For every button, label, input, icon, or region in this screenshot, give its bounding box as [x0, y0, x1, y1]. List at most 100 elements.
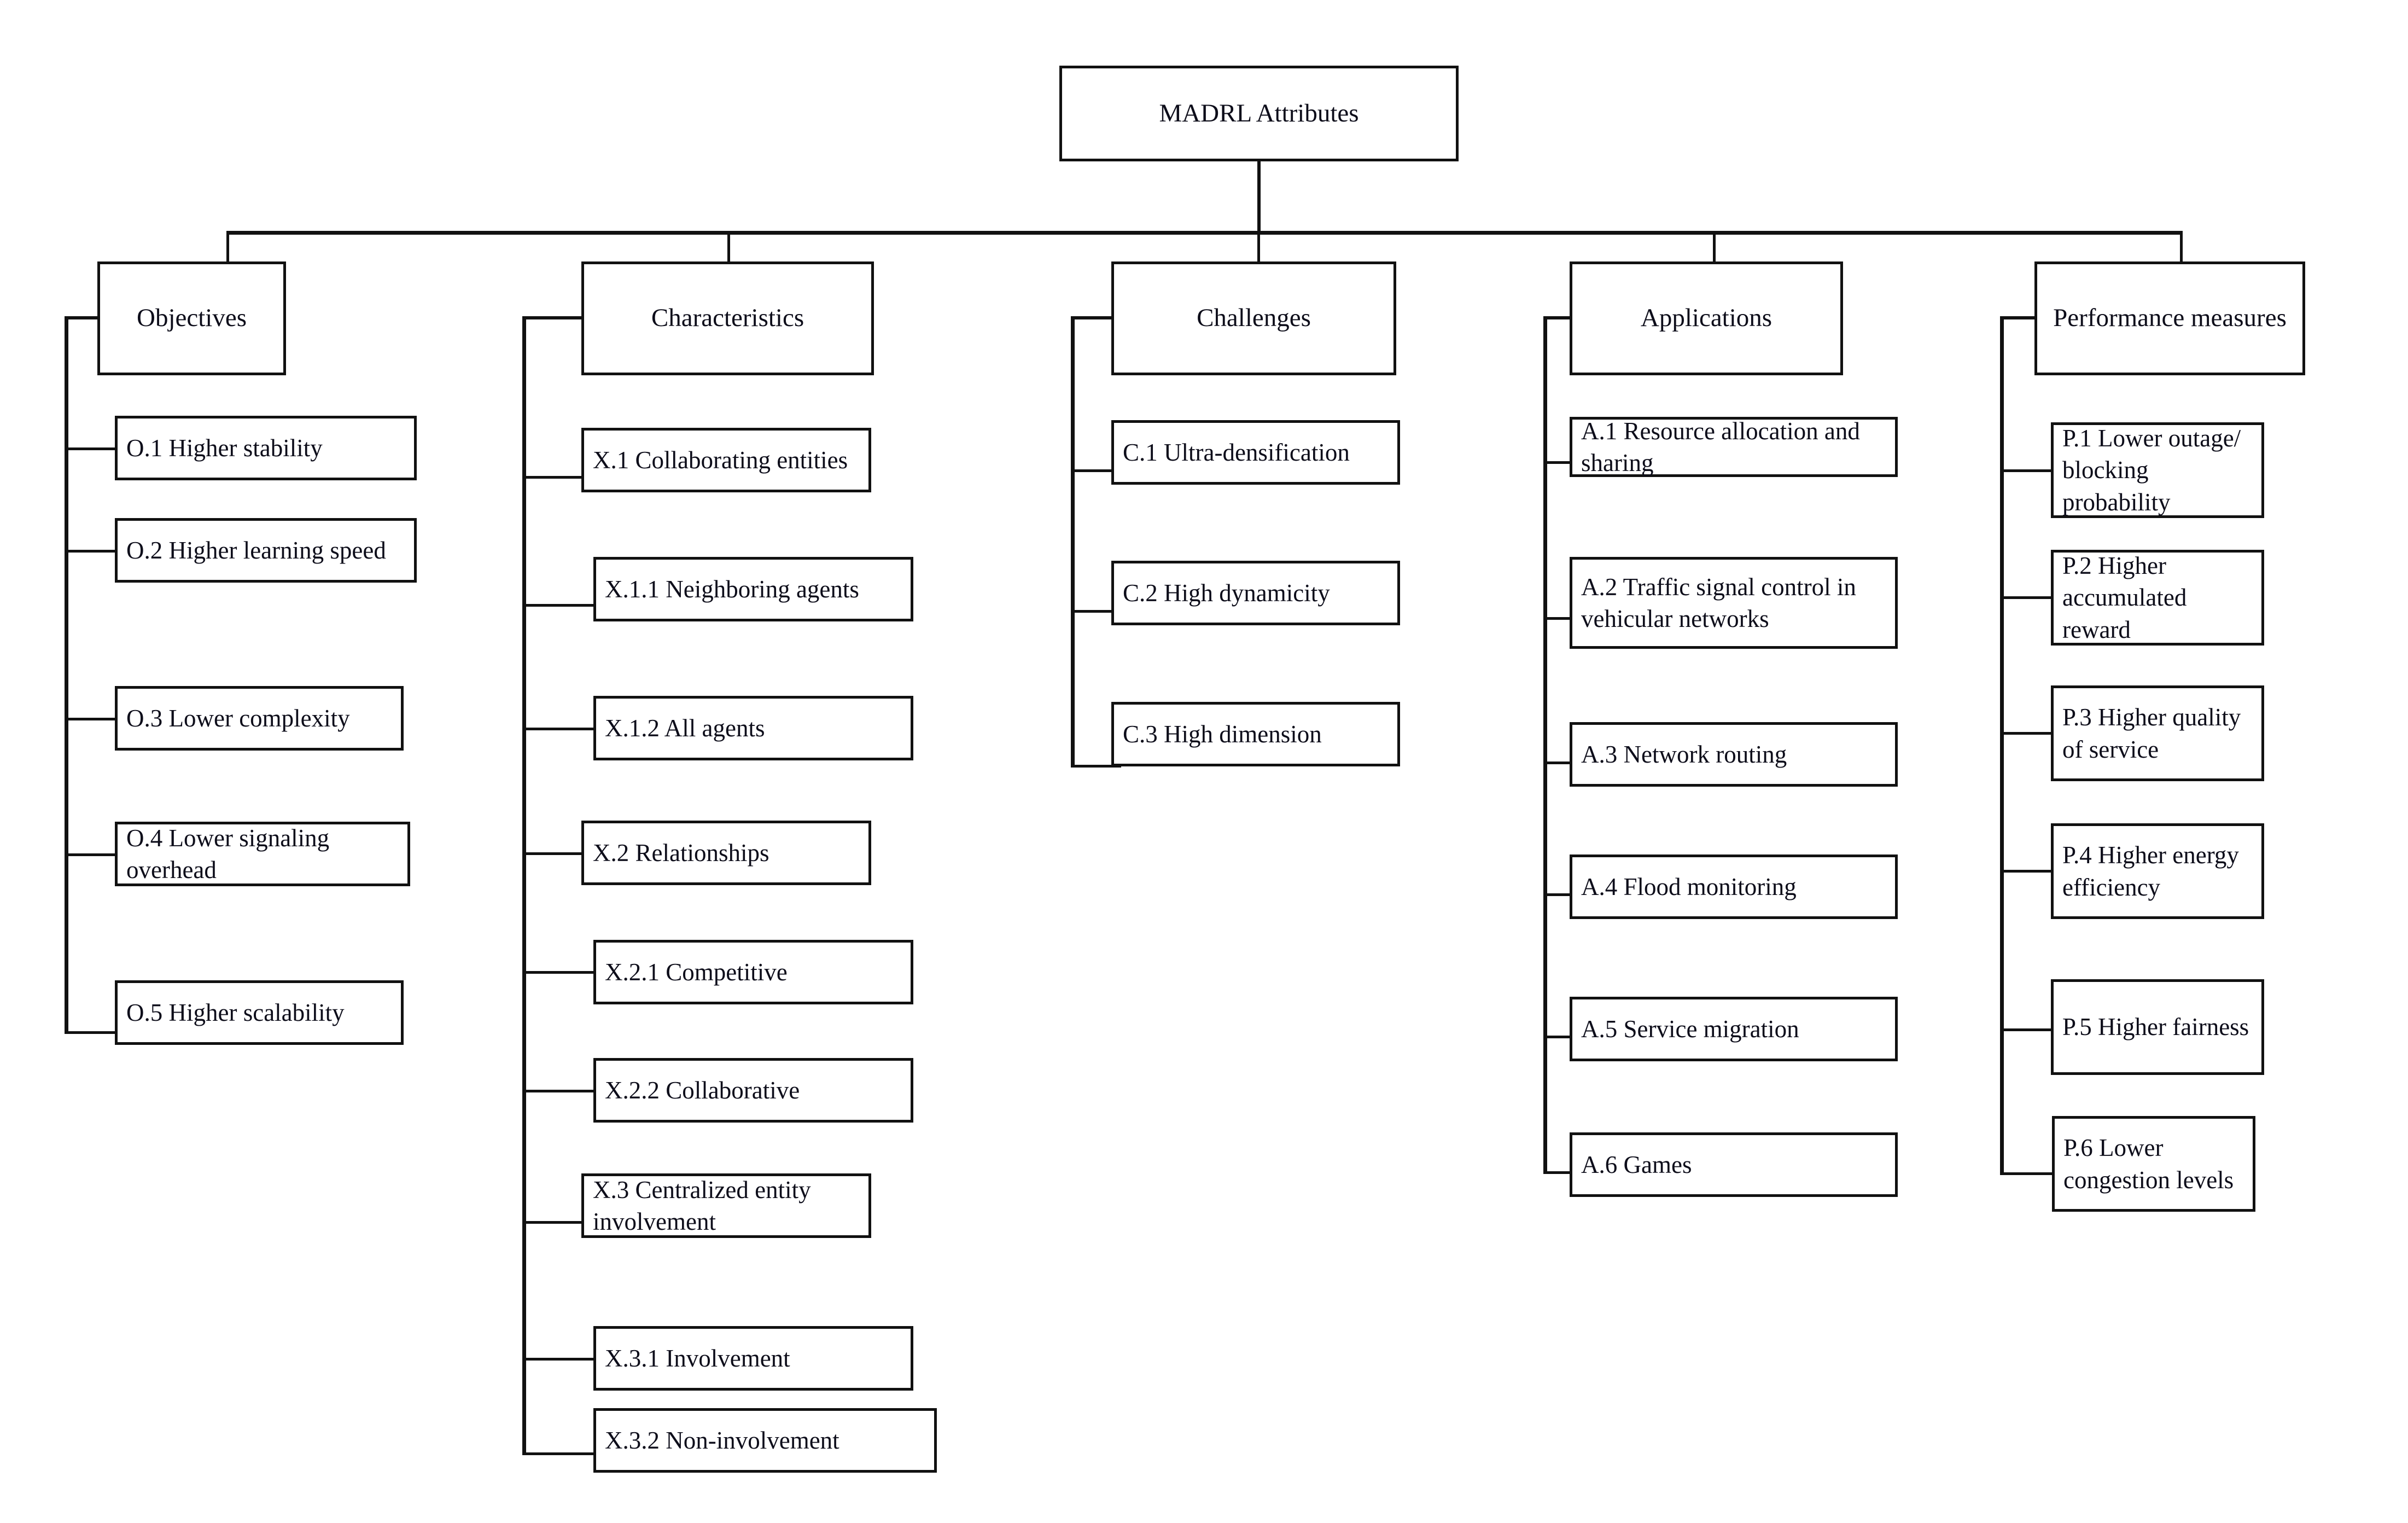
leaf-node-c1: C.1 Ultra-densification — [1111, 420, 1400, 485]
leaf-node-x3: X.3 Centralized entity involvement — [581, 1173, 871, 1238]
leaf-node-x12: X.1.2 All agents — [593, 696, 913, 760]
leaf-node-c3: C.3 High dimension — [1111, 702, 1400, 766]
leaf-node-x31: X.3.1 Involvement — [593, 1326, 913, 1391]
leaf-node-o5: O.5 Higher scalability — [115, 980, 404, 1045]
category-node-applications: Applications — [1570, 261, 1843, 375]
leaf-node-p4: P.4 Higher energy efficiency — [2051, 823, 2264, 919]
leaf-label-x11: X.1.1 Neighboring agents — [605, 575, 859, 603]
leaf-node-x1: X.1 Collaborating entities — [581, 428, 871, 492]
leaf-label-a3: A.3 Network routing — [1581, 740, 1787, 768]
category-node-performance: Performance measures — [2034, 261, 2305, 375]
leaf-node-p1: P.1 Lower outage/ blocking probability — [2051, 422, 2264, 518]
leaf-label-x31: X.3.1 Involvement — [605, 1344, 790, 1372]
leaf-node-a6: A.6 Games — [1570, 1132, 1898, 1197]
connector-x3 — [522, 1221, 584, 1224]
category-node-challenges: Challenges — [1111, 261, 1396, 375]
category-node-objectives: Objectives — [97, 261, 286, 375]
branch-drop-applications — [1713, 231, 1716, 263]
connector-x21 — [522, 971, 596, 974]
connector-a2 — [1543, 617, 1577, 620]
leaf-label-o2: O.2 Higher learning speed — [126, 536, 386, 564]
leaf-label-c3: C.3 High dimension — [1123, 720, 1322, 748]
leaf-node-x21: X.2.1 Competitive — [593, 940, 913, 1004]
connector-x31 — [522, 1358, 596, 1361]
leaf-node-x2: X.2 Relationships — [581, 821, 871, 885]
leaf-node-o1: O.1 Higher stability — [115, 416, 417, 480]
connector-c1 — [1071, 469, 1121, 472]
leaf-node-o3: O.3 Lower complexity — [115, 686, 404, 751]
connector-x11 — [522, 604, 596, 607]
spine-challenges — [1071, 316, 1075, 768]
spine-stub-challenges — [1071, 316, 1115, 319]
leaf-label-c1: C.1 Ultra-densification — [1123, 438, 1350, 466]
leaf-label-x3: X.3 Centralized entity involvement — [593, 1176, 811, 1236]
category-label-challenges: Challenges — [1197, 304, 1311, 333]
connector-x12 — [522, 728, 596, 730]
connector-o1 — [65, 447, 116, 450]
leaf-node-p5: P.5 Higher fairness — [2051, 979, 2264, 1075]
connector-p1 — [2000, 469, 2055, 472]
root-node-label: MADRL Attributes — [1159, 98, 1359, 127]
leaf-label-x21: X.2.1 Competitive — [605, 958, 788, 986]
spine-objectives — [65, 316, 68, 1034]
leaf-label-p3: P.3 Higher quality of service — [2062, 704, 2241, 763]
connector-p3 — [2000, 732, 2055, 735]
connector-a5 — [1543, 1036, 1577, 1038]
leaf-label-a2: A.2 Traffic signal control in vehicular … — [1581, 573, 1856, 633]
connector-x22 — [522, 1090, 596, 1092]
leaf-label-a1: A.1 Resource allocation and sharing — [1581, 417, 1860, 477]
root-drop-line — [1257, 161, 1261, 232]
root-node-madrl-attributes: MADRL Attributes — [1059, 66, 1459, 161]
leaf-node-a1: A.1 Resource allocation and sharing — [1570, 417, 1898, 477]
leaf-label-x22: X.2.2 Collaborative — [605, 1076, 800, 1104]
connector-x1 — [522, 476, 584, 479]
connector-a6 — [1543, 1171, 1577, 1174]
leaf-node-o4: O.4 Lower signaling overhead — [115, 822, 410, 886]
spine-characteristics — [522, 316, 526, 1455]
leaf-label-o3: O.3 Lower complexity — [126, 704, 350, 732]
connector-a3 — [1543, 762, 1577, 764]
category-label-performance: Performance measures — [2053, 304, 2287, 333]
connector-o5 — [65, 1031, 116, 1034]
spine-stub-characteristics — [522, 316, 584, 319]
leaf-node-a5: A.5 Service migration — [1570, 997, 1898, 1061]
leaf-label-x32: X.3.2 Non-involvement — [605, 1426, 839, 1454]
connector-p6 — [2000, 1172, 2057, 1175]
branch-drop-characteristics — [727, 231, 730, 263]
leaf-label-p4: P.4 Higher energy efficiency — [2062, 841, 2239, 901]
connector-p5 — [2000, 1028, 2055, 1031]
leaf-label-a6: A.6 Games — [1581, 1150, 1692, 1178]
category-label-objectives: Objectives — [137, 304, 247, 333]
leaf-label-p2: P.2 Higher accumulated reward — [2062, 551, 2187, 643]
branch-drop-objectives — [226, 231, 229, 263]
connector-p4 — [2000, 870, 2055, 873]
leaf-label-a5: A.5 Service migration — [1581, 1015, 1799, 1043]
leaf-node-p2: P.2 Higher accumulated reward — [2051, 550, 2264, 646]
branch-bus-line — [226, 231, 2183, 235]
leaf-node-p3: P.3 Higher quality of service — [2051, 685, 2264, 781]
leaf-label-o1: O.1 Higher stability — [126, 434, 323, 462]
connector-x2 — [522, 852, 584, 855]
leaf-node-a4: A.4 Flood monitoring — [1570, 854, 1898, 919]
leaf-label-a4: A.4 Flood monitoring — [1581, 873, 1797, 900]
spine-stub-objectives — [65, 316, 100, 319]
leaf-node-x11: X.1.1 Neighboring agents — [593, 557, 913, 621]
category-label-characteristics: Characteristics — [651, 304, 804, 333]
leaf-node-o2: O.2 Higher learning speed — [115, 518, 417, 583]
branch-drop-performance — [2180, 231, 2183, 263]
leaf-node-c2: C.2 High dynamicity — [1111, 561, 1400, 625]
connector-c2 — [1071, 610, 1121, 613]
leaf-label-x12: X.1.2 All agents — [605, 714, 765, 742]
category-label-applications: Applications — [1640, 304, 1773, 333]
leaf-label-c2: C.2 High dynamicity — [1123, 579, 1330, 607]
leaf-node-p6: P.6 Lower congestion levels — [2052, 1116, 2255, 1212]
leaf-label-p5: P.5 Higher fairness — [2062, 1013, 2249, 1041]
leaf-node-x32: X.3.2 Non-involvement — [593, 1408, 937, 1473]
connector-c3 — [1071, 765, 1121, 768]
connector-a4 — [1543, 893, 1577, 896]
leaf-label-o5: O.5 Higher scalability — [126, 998, 345, 1026]
leaf-label-o4: O.4 Lower signaling overhead — [126, 824, 330, 884]
leaf-label-p1: P.1 Lower outage/ blocking probability — [2062, 424, 2241, 516]
leaf-label-x2: X.2 Relationships — [593, 839, 769, 867]
